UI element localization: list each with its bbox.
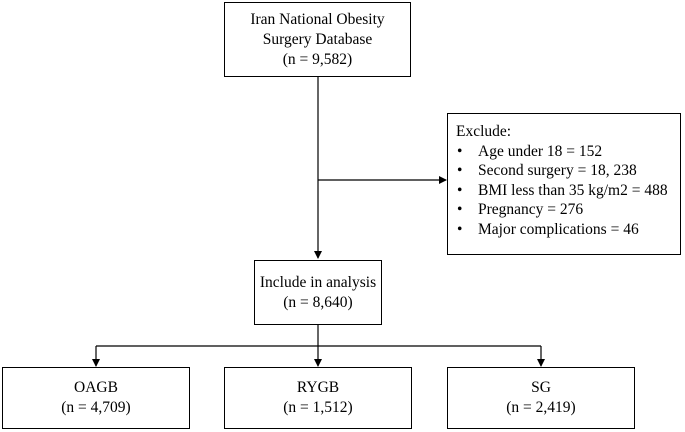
group-box-sg: SG (n = 2,419) — [447, 367, 635, 429]
source-title-line2: Surgery Database — [262, 30, 373, 48]
bullet-icon: • — [457, 142, 463, 160]
group-label: SG — [531, 379, 551, 396]
include-analysis-box: Include in analysis (n = 8,640) — [254, 260, 382, 325]
exclude-item-second-surgery: • Second surgery = 18, 238 — [456, 161, 680, 181]
group-label: OAGB — [74, 379, 118, 396]
exclude-item-label: Major complications = 46 — [478, 220, 639, 238]
group-count: (n = 4,709) — [61, 399, 131, 416]
exclude-item-label: Age under 18 = 152 — [478, 142, 603, 160]
bullet-icon: • — [457, 162, 463, 180]
group-box-oagb: OAGB (n = 4,709) — [2, 367, 190, 429]
exclude-item-label: Second surgery = 18, 238 — [478, 162, 637, 180]
exclude-item-bmi: • BMI less than 35 kg/m2 = 488 — [456, 181, 680, 201]
exclude-title: Exclude: — [456, 123, 512, 140]
exclude-item-complications: • Major complications = 46 — [456, 220, 680, 240]
exclude-item-pregnancy: • Pregnancy = 276 — [456, 200, 680, 220]
exclude-item-label: Pregnancy = 276 — [478, 201, 584, 219]
exclude-box: Exclude: • Age under 18 = 152 • Second s… — [447, 113, 681, 255]
group-label: RYGB — [296, 379, 340, 396]
include-label: Include in analysis — [259, 273, 377, 291]
include-count: (n = 8,640) — [283, 293, 353, 311]
source-title-line1: Iran National Obesity — [250, 10, 385, 28]
bullet-icon: • — [457, 201, 463, 219]
group-count: (n = 1,512) — [283, 399, 353, 416]
source-database-box: Iran National Obesity Surgery Database (… — [224, 2, 411, 77]
bullet-icon: • — [457, 181, 463, 199]
source-count: (n = 9,582) — [282, 50, 353, 68]
exclude-item-age: • Age under 18 = 152 — [456, 142, 680, 162]
exclude-list: • Age under 18 = 152 • Second surgery = … — [456, 142, 680, 240]
group-box-rygb: RYGB (n = 1,512) — [224, 367, 412, 429]
group-count: (n = 2,419) — [506, 399, 576, 416]
exclude-item-label: BMI less than 35 kg/m2 = 488 — [478, 181, 668, 199]
bullet-icon: • — [457, 220, 463, 238]
